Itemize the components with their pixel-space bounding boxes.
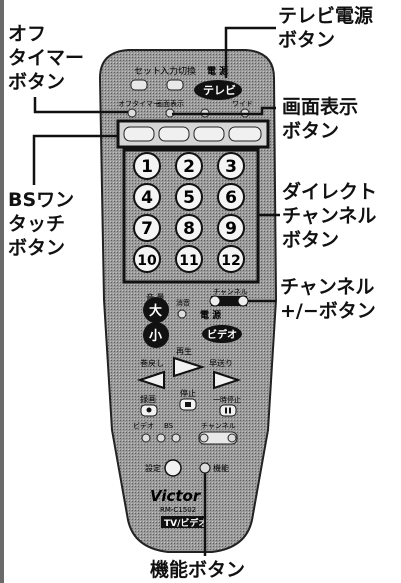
channel-rocker-plus[interactable] — [227, 433, 237, 443]
number-button-4[interactable] — [133, 183, 161, 211]
callout-leaders — [32, 26, 280, 556]
number-label-9: 9 — [225, 219, 237, 239]
volume-up-button[interactable] — [143, 297, 169, 323]
stop-label: 停止 — [180, 388, 196, 398]
source-label: 電 源 — [200, 309, 221, 321]
bs-small-label: BS — [164, 422, 174, 430]
callout-off-timer: オフ タイマー ボタン — [8, 23, 85, 93]
brand-logo: Victor — [150, 487, 202, 505]
mute-label: 消音 — [176, 298, 190, 307]
number-label-5: 5 — [183, 188, 195, 208]
power-label: 電 源 — [207, 65, 228, 77]
stop-icon — [185, 402, 191, 407]
rewind-label: 巻戻し — [140, 358, 164, 368]
number-button-12[interactable] — [217, 245, 245, 273]
small-button-2[interactable] — [156, 433, 166, 443]
callout-function: 機能ボタン — [150, 559, 246, 581]
rewind-button[interactable] — [136, 370, 165, 390]
function-button[interactable] — [199, 462, 211, 474]
number-label-4: 4 — [141, 188, 153, 208]
set-button[interactable] — [130, 79, 148, 91]
page-left-border — [0, 0, 4, 583]
pause-label: 一時停止 — [213, 395, 241, 404]
pause-button[interactable] — [219, 404, 237, 417]
channel-button-bar — [211, 296, 247, 306]
input-switch-button[interactable] — [166, 79, 184, 91]
ff-label: 早送り — [209, 358, 233, 368]
off-timer-label: オフタイマー — [118, 99, 160, 108]
volume-down-label: 小 — [149, 329, 162, 344]
leader-tv-power — [224, 26, 276, 78]
video-power-label: ビデオ — [207, 328, 237, 341]
play-button[interactable] — [173, 356, 206, 378]
number-button-1[interactable] — [133, 152, 161, 180]
set-label: セット — [134, 66, 161, 77]
function-label: 機能 — [213, 463, 229, 473]
bs-button-3[interactable] — [193, 126, 225, 142]
channel-rocker[interactable] — [198, 431, 238, 445]
number-label-10: 10 — [137, 253, 157, 269]
input-switch-label: 入力切換 — [160, 65, 196, 77]
number-button-6[interactable] — [217, 183, 245, 211]
fast-forward-button[interactable] — [213, 370, 242, 390]
small-button-1[interactable] — [141, 433, 151, 443]
off-timer-button[interactable] — [127, 108, 137, 118]
number-label-8: 8 — [183, 219, 195, 239]
play-label: 再生 — [176, 346, 192, 356]
channel-plus-button[interactable] — [237, 295, 249, 307]
number-button-2[interactable] — [175, 152, 203, 180]
tv-power-button[interactable] — [194, 80, 242, 100]
number-label-1: 1 — [141, 157, 153, 177]
number-button-7[interactable] — [133, 214, 161, 242]
number-label-6: 6 — [225, 188, 237, 208]
number-button-10[interactable] — [133, 245, 161, 273]
volume-label: 音 量 — [146, 292, 165, 302]
number-button-5[interactable] — [175, 183, 203, 211]
video-power-button[interactable] — [202, 325, 242, 343]
bs-button-4[interactable] — [228, 126, 262, 142]
callout-screen-display: 画面表示 ボタン — [282, 96, 359, 142]
tv-video-badge — [161, 516, 205, 528]
number-label-3: 3 — [225, 157, 237, 177]
callout-direct-channel: ダイレクト チャンネル ボタン — [282, 181, 378, 251]
number-button-9[interactable] — [217, 214, 245, 242]
screen-display-label: 画面表示 — [156, 99, 184, 108]
bs-button-2[interactable] — [158, 126, 190, 142]
model-label: RM-C1502 — [160, 506, 196, 514]
tv-video-label: TV/ビデオ — [164, 517, 207, 529]
number-button-8[interactable] — [175, 214, 203, 242]
mute-button[interactable] — [177, 309, 187, 319]
pause-icon-bar-left — [225, 407, 227, 414]
setting-button[interactable] — [164, 459, 182, 477]
volume-up-label: 大 — [149, 303, 162, 319]
setting-label: 設定 — [145, 463, 161, 473]
small-button-3[interactable] — [171, 433, 181, 443]
channel-small-label: チャンネル — [201, 422, 236, 430]
number-label-2: 2 — [183, 157, 195, 177]
record-label: 録画 — [140, 394, 156, 404]
number-button-3[interactable] — [217, 152, 245, 180]
wide-label: ワイド — [232, 100, 253, 108]
record-icon — [146, 407, 152, 413]
callout-channel-updown: チャンネル +/−ボタン — [280, 276, 376, 322]
channel-rocker-minus[interactable] — [199, 433, 209, 443]
number-label-11: 11 — [179, 253, 198, 269]
callout-bs-one-touch: BSワン タッチ ボタン — [8, 189, 75, 259]
bs-button-1[interactable] — [123, 126, 155, 142]
channel-label: チャンネル — [213, 288, 248, 296]
volume-down-button[interactable] — [143, 322, 169, 348]
video-small-label: ビデオ — [133, 421, 154, 430]
channel-minus-button[interactable] — [209, 295, 221, 307]
number-button-11[interactable] — [175, 245, 203, 273]
pause-icon-bar-right — [229, 407, 231, 414]
number-label-12: 12 — [221, 253, 240, 269]
number-label-7: 7 — [141, 219, 153, 239]
leader-off-timer — [33, 97, 128, 114]
tv-power-button-label: テレビ — [203, 83, 236, 97]
leader-bs-one-touch — [32, 134, 118, 185]
leader-screen-display — [172, 106, 276, 116]
callout-tv-power: テレビ電源 ボタン — [278, 5, 374, 51]
